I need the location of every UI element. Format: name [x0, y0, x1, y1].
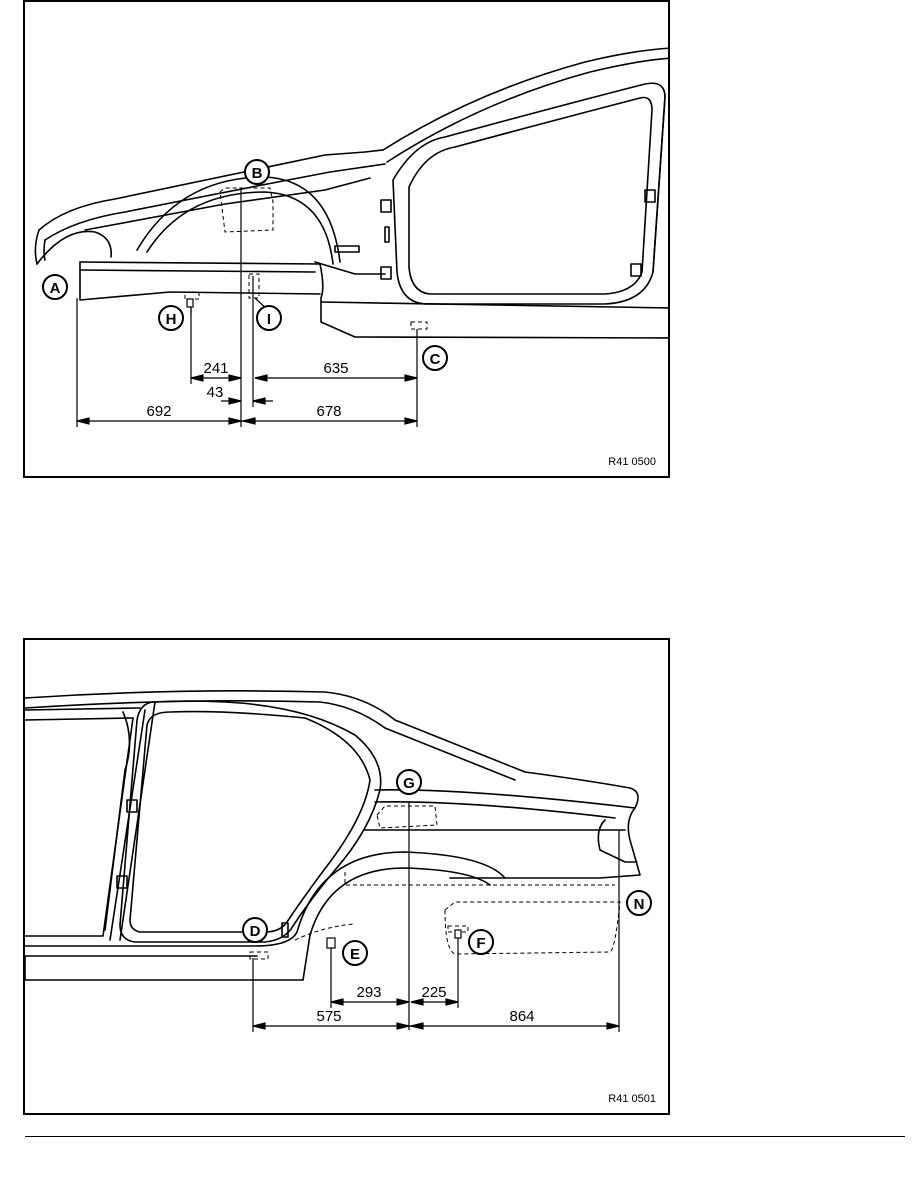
svg-text:E: E — [350, 946, 360, 963]
dimension-864: 864 — [509, 1008, 534, 1025]
svg-text:G: G — [403, 775, 415, 792]
rear-body-diagram: G N D E F 293 225 575 864 R41 0501 — [23, 638, 670, 1115]
dimension-241: 241 — [203, 360, 228, 377]
svg-text:D: D — [250, 923, 261, 940]
svg-text:A: A — [50, 280, 61, 297]
dimension-43: 43 — [207, 384, 224, 401]
svg-text:C: C — [430, 351, 441, 368]
front-body-drawing: A B C H I 241 635 43 692 678 — [34, 47, 668, 427]
point-label-h: H — [158, 305, 184, 331]
footer-divider — [25, 1136, 905, 1137]
dimension-293: 293 — [356, 984, 381, 1001]
dimension-678: 678 — [316, 403, 341, 420]
dimension-575: 575 — [316, 1008, 341, 1025]
point-label-i: I — [256, 305, 282, 331]
figure-id: R41 0500 — [608, 456, 656, 468]
point-label-n: N — [626, 890, 652, 916]
point-label-f: F — [468, 929, 494, 955]
figure-id: R41 0501 — [608, 1093, 656, 1105]
dimension-692: 692 — [146, 403, 171, 420]
point-label-b: B — [244, 159, 270, 185]
svg-text:N: N — [634, 896, 645, 913]
point-label-d: D — [242, 917, 268, 943]
point-label-c: C — [422, 345, 448, 371]
dimension-225: 225 — [421, 984, 446, 1001]
svg-text:F: F — [476, 935, 485, 952]
svg-text:H: H — [166, 311, 177, 328]
rear-body-drawing: G N D E F 293 225 575 864 — [25, 690, 652, 1032]
front-body-diagram: A B C H I 241 635 43 692 678 R41 0500 — [23, 0, 670, 478]
svg-text:B: B — [252, 165, 263, 182]
point-label-e: E — [342, 940, 368, 966]
dimension-635: 635 — [323, 360, 348, 377]
svg-text:I: I — [267, 311, 271, 328]
point-label-g: G — [396, 769, 422, 795]
point-label-a: A — [42, 274, 68, 300]
